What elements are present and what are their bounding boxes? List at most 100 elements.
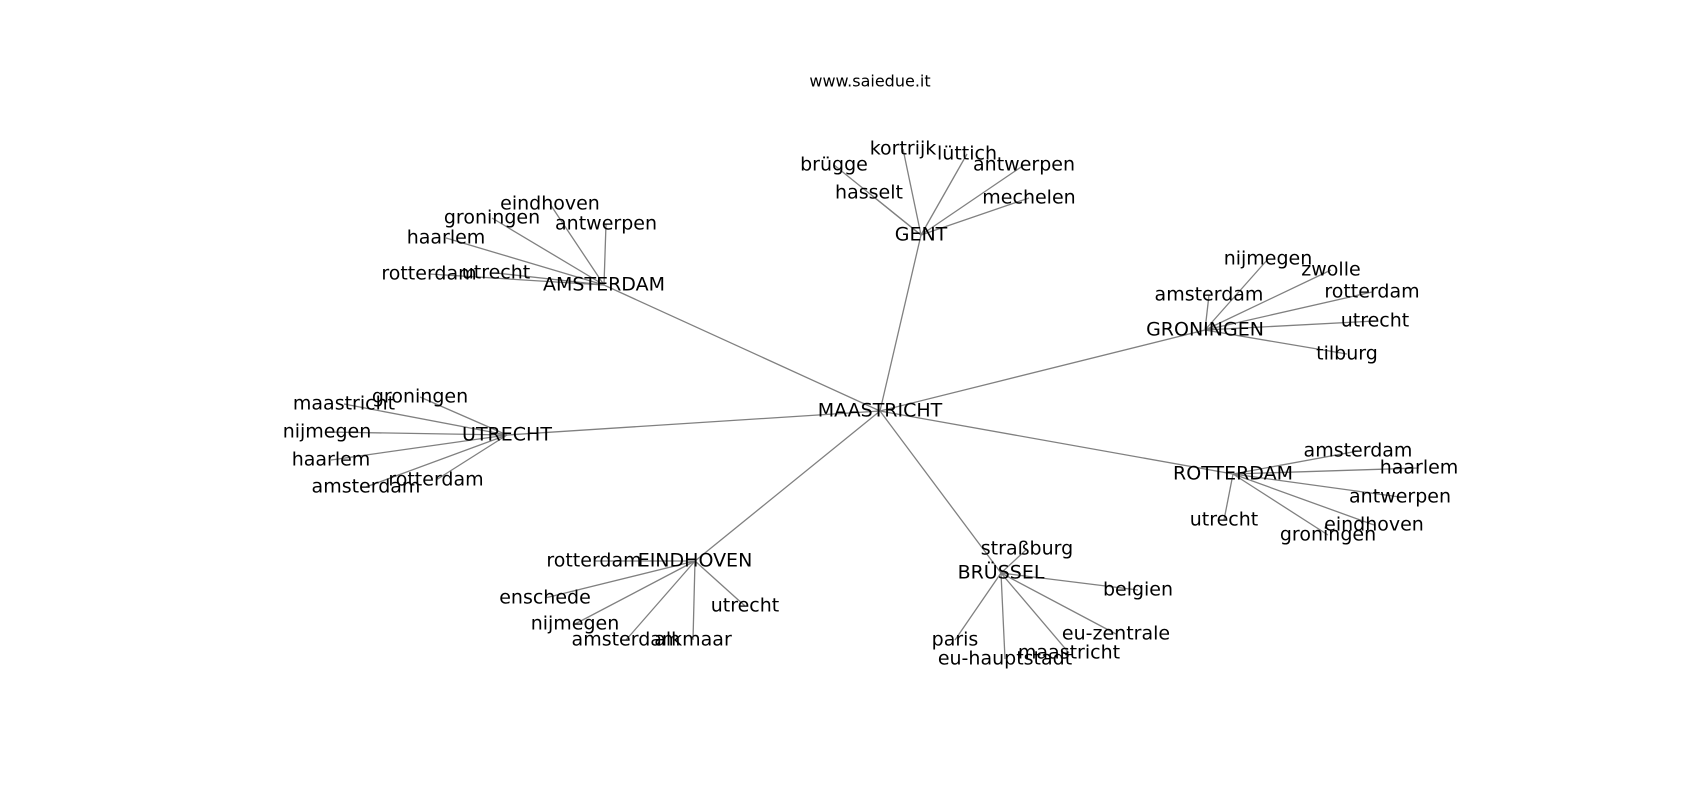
node-leaf: belgien xyxy=(1103,579,1173,601)
node-leaf: rotterdam xyxy=(1324,281,1419,303)
node-leaf: straßburg xyxy=(981,538,1073,560)
edge-hub-leaf xyxy=(1204,329,1348,355)
edge-hub-leaf xyxy=(954,572,1002,641)
edge-hub-leaf xyxy=(694,560,746,607)
edge-hub-leaf xyxy=(920,164,1025,236)
node-leaf: nijmegen xyxy=(1224,248,1313,270)
edge-hub-leaf xyxy=(365,434,508,488)
edge-hub-leaf xyxy=(1204,258,1269,331)
edge-hub-leaf xyxy=(1000,572,1139,591)
node-leaf: haarlem xyxy=(292,449,371,471)
edge-hub-leaf xyxy=(445,237,605,286)
edge-hub-leaf xyxy=(419,396,508,436)
node-leaf: alkmaar xyxy=(654,629,732,651)
node-leaf: rotterdam xyxy=(546,550,641,572)
edge-hub-leaf xyxy=(1204,291,1373,331)
node-leaf: utrecht xyxy=(462,262,531,284)
node-leaf: tilburg xyxy=(1316,343,1378,365)
node-hub: ROTTERDAM xyxy=(1173,463,1293,485)
node-leaf: utrecht xyxy=(711,595,780,617)
edge-hub-leaf xyxy=(1232,450,1359,475)
edge-root-hub xyxy=(879,410,1234,475)
edge-hub-leaf xyxy=(330,434,508,461)
node-leaf: mechelen xyxy=(982,187,1075,209)
edge-root-hub xyxy=(603,284,881,412)
node-leaf: rotterdam xyxy=(381,263,476,285)
node-leaf: utrecht xyxy=(1190,509,1259,531)
node-root: MAASTRICHT xyxy=(818,400,943,422)
edge-hub-leaf xyxy=(1204,269,1332,331)
node-leaf: groningen xyxy=(372,386,468,408)
node-leaf: groningen xyxy=(444,207,540,229)
node-leaf: haarlem xyxy=(407,227,486,249)
node-leaf: rotterdam xyxy=(388,469,483,491)
node-hub: GENT xyxy=(895,224,948,246)
edge-hub-leaf xyxy=(1000,548,1028,574)
edge-hub-leaf xyxy=(544,560,696,599)
edge-hub-leaf xyxy=(692,560,696,641)
edge-hub-leaf xyxy=(1204,320,1376,331)
edge-hub-leaf xyxy=(491,217,605,286)
edge-hub-leaf xyxy=(1232,473,1401,498)
edge-root-hub xyxy=(879,410,1002,574)
edge-hub-leaf xyxy=(1000,572,1117,635)
node-leaf: antwerpen xyxy=(973,154,1075,176)
node-leaf: utrecht xyxy=(1341,310,1410,332)
node-leaf: brügge xyxy=(800,154,868,176)
edge-hub-leaf xyxy=(1000,572,1006,660)
node-leaf: eu-hauptstadt xyxy=(938,648,1072,670)
edge-hub-leaf xyxy=(343,403,508,436)
edge-hub-leaf xyxy=(435,434,508,481)
edge-hub-leaf xyxy=(603,223,607,286)
edge-hub-leaf xyxy=(868,192,922,236)
edge-hub-leaf xyxy=(1223,473,1234,521)
edge-root-hub xyxy=(879,329,1206,412)
node-leaf: maastricht xyxy=(1018,642,1120,664)
node-hub: UTRECHT xyxy=(462,424,552,446)
edge-hub-leaf xyxy=(326,431,508,436)
node-leaf: amsterdam xyxy=(312,476,421,498)
edge-root-hub xyxy=(879,234,922,412)
node-leaf: amsterdam xyxy=(1155,284,1264,306)
node-leaf: zwolle xyxy=(1301,259,1360,281)
edge-hub-leaf xyxy=(902,148,922,236)
edge-hub-leaf xyxy=(1232,473,1375,526)
node-leaf: eindhoven xyxy=(500,193,600,215)
edge-hub-leaf xyxy=(428,273,605,286)
node-leaf: kortrijk xyxy=(870,138,937,160)
node-leaf: antwerpen xyxy=(1349,486,1451,508)
edge-hub-leaf xyxy=(495,272,605,286)
edge-hub-leaf xyxy=(920,153,968,236)
node-leaf: amsterdam xyxy=(572,629,681,651)
node-leaf: maastricht xyxy=(293,393,395,415)
edges-layer xyxy=(326,148,1420,660)
edge-hub-leaf xyxy=(1204,294,1210,331)
node-hub: GRONINGEN xyxy=(1146,319,1264,341)
node-leaf: paris xyxy=(932,629,979,651)
node-leaf: eindhoven xyxy=(1324,514,1424,536)
node-leaf: amsterdam xyxy=(1304,440,1413,462)
node-leaf: nijmegen xyxy=(531,613,620,635)
node-hub: BRÜSSEL xyxy=(958,561,1045,584)
edge-hub-leaf xyxy=(574,560,696,625)
edge-hub-leaf xyxy=(549,203,605,286)
edge-hub-leaf xyxy=(625,560,696,641)
edge-hub-leaf xyxy=(1000,572,1070,654)
node-leaf: antwerpen xyxy=(555,213,657,235)
edge-hub-leaf xyxy=(1232,473,1329,536)
node-hub: AMSTERDAM xyxy=(543,274,665,296)
node-leaf: haarlem xyxy=(1380,457,1459,479)
node-leaf: lüttich xyxy=(937,143,997,165)
node-leaf: nijmegen xyxy=(283,421,372,443)
node-leaf: groningen xyxy=(1280,524,1376,546)
node-leaf: eu-zentrale xyxy=(1062,623,1170,645)
node-leaf: hasselt xyxy=(835,182,903,204)
edge-root-hub xyxy=(506,410,881,436)
edge-hub-leaf xyxy=(920,197,1030,236)
diagram-title: www.saiedue.it xyxy=(809,72,930,91)
node-hub: EINDHOVEN xyxy=(638,550,753,572)
node-leaf: enschede xyxy=(499,587,591,609)
